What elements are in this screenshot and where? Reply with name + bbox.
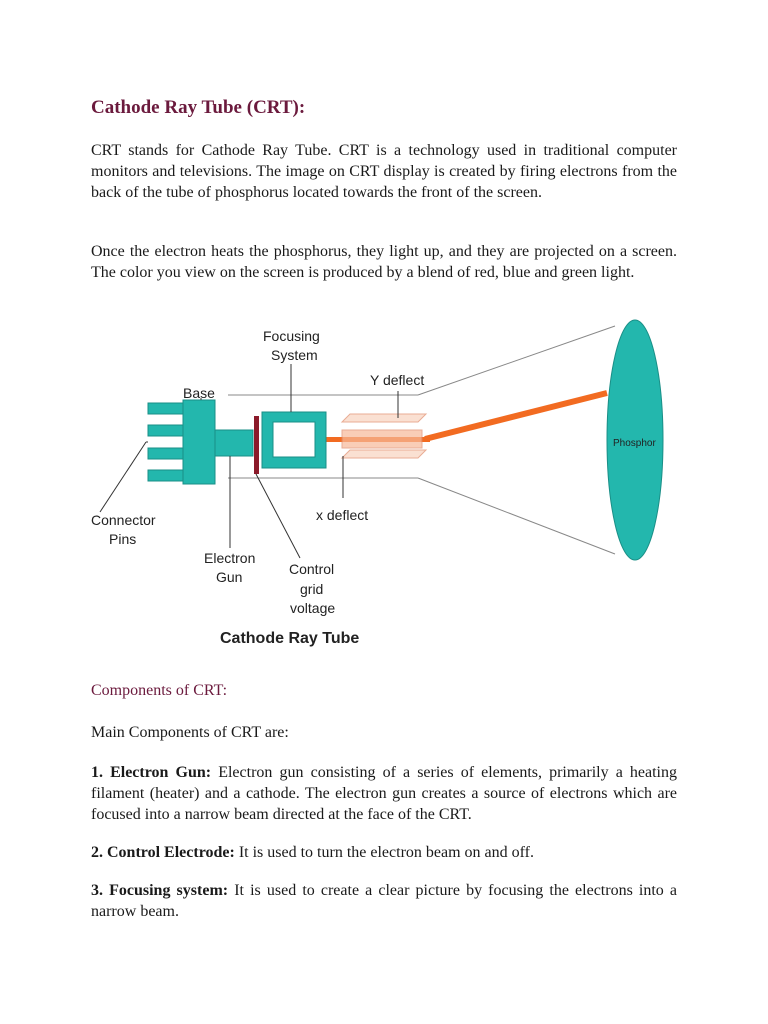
components-intro: Main Components of CRT are: xyxy=(91,724,289,741)
electron-beam xyxy=(285,390,608,442)
electron-gun-label-1: Electron xyxy=(204,550,255,566)
electron-gun xyxy=(214,429,254,457)
deflection-plates xyxy=(340,413,428,459)
component-desc: It is used to create a clear picture by … xyxy=(91,882,678,920)
intro-paragraph-1: CRT stands for Cathode Ray Tube. CRT is … xyxy=(91,142,677,201)
phosphor-screen xyxy=(606,319,664,561)
component-item-electron-gun: 1. Electron Gun: Electron gun consisting… xyxy=(91,762,677,825)
intro-paragraph-2: Once the electron heats the phosphorus, … xyxy=(91,243,677,281)
component-item-focusing-system: 3. Focusing system: It is used to create… xyxy=(91,880,677,922)
phosphor-label: Phosphor xyxy=(613,438,656,449)
component-item-control-electrode: 2. Control Electrode: It is used to turn… xyxy=(91,842,677,863)
ydeflect-label: Y deflect xyxy=(370,372,424,388)
electron-gun-label-2: Gun xyxy=(216,569,242,585)
focusing-label-2: System xyxy=(271,347,318,363)
tube-outline xyxy=(228,325,616,555)
focusing-label-1: Focusing xyxy=(263,328,320,344)
component-term: 2. Control Electrode: xyxy=(91,844,235,861)
component-desc: Electron gun consisting of a series of e… xyxy=(91,764,678,823)
control-grid xyxy=(254,416,259,474)
control-grid-label-1: Control xyxy=(289,561,334,577)
connector-label-2: Pins xyxy=(109,531,136,547)
pointer-lines xyxy=(99,364,399,559)
connector-label-1: Connector xyxy=(91,512,156,528)
component-desc: It is used to turn the electron beam on … xyxy=(234,844,535,861)
base-block xyxy=(182,399,216,485)
control-grid-label-3: voltage xyxy=(290,600,335,616)
component-term: 1. Electron Gun: xyxy=(91,764,212,781)
component-term: 3. Focusing system: xyxy=(91,882,229,899)
connector-pins xyxy=(147,402,184,482)
base-label: Base xyxy=(183,385,215,401)
crt-diagram: Focusing System Y deflect Base Phosphor … xyxy=(91,319,664,647)
control-grid-label-2: grid xyxy=(300,581,323,597)
page-title: Cathode Ray Tube (CRT): xyxy=(91,97,306,118)
xdeflect-label: x deflect xyxy=(316,507,368,523)
diagram-caption: Cathode Ray Tube xyxy=(220,630,359,647)
components-heading: Components of CRT: xyxy=(91,682,228,699)
